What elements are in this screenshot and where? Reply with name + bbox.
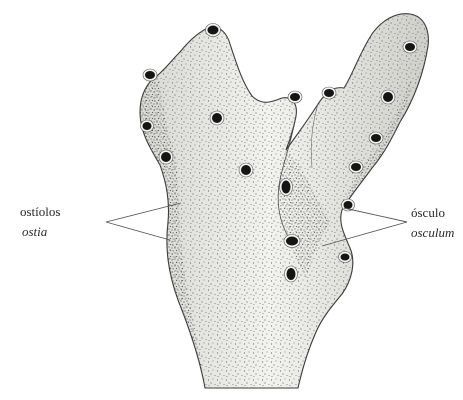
- label-ostiolos: ostíolos: [20, 205, 60, 218]
- pore-opening: [341, 254, 350, 261]
- pore-opening: [351, 163, 361, 171]
- pore-opening: [287, 268, 296, 280]
- pore-opening: [161, 152, 171, 162]
- pore-opening: [286, 237, 298, 246]
- pore-opening: [371, 134, 381, 142]
- pore-opening: [282, 181, 291, 194]
- pore-opening: [383, 92, 393, 102]
- pore-opening: [143, 122, 152, 130]
- label-osculo: ósculo: [411, 206, 445, 219]
- leader-line-osculum-upper: [344, 208, 407, 222]
- leader-line-ostia-lower: [106, 222, 170, 240]
- pore-opening: [405, 43, 415, 51]
- pore-opening: [241, 165, 251, 175]
- pore-opening: [145, 71, 155, 79]
- label-ostia: ostia: [22, 225, 47, 238]
- pore-opening: [324, 89, 334, 97]
- pore-opening: [208, 26, 219, 35]
- sponge-body: [140, 14, 428, 388]
- label-osculum: osculum: [411, 226, 454, 239]
- pore-opening: [290, 93, 300, 101]
- pore-opening: [212, 113, 222, 123]
